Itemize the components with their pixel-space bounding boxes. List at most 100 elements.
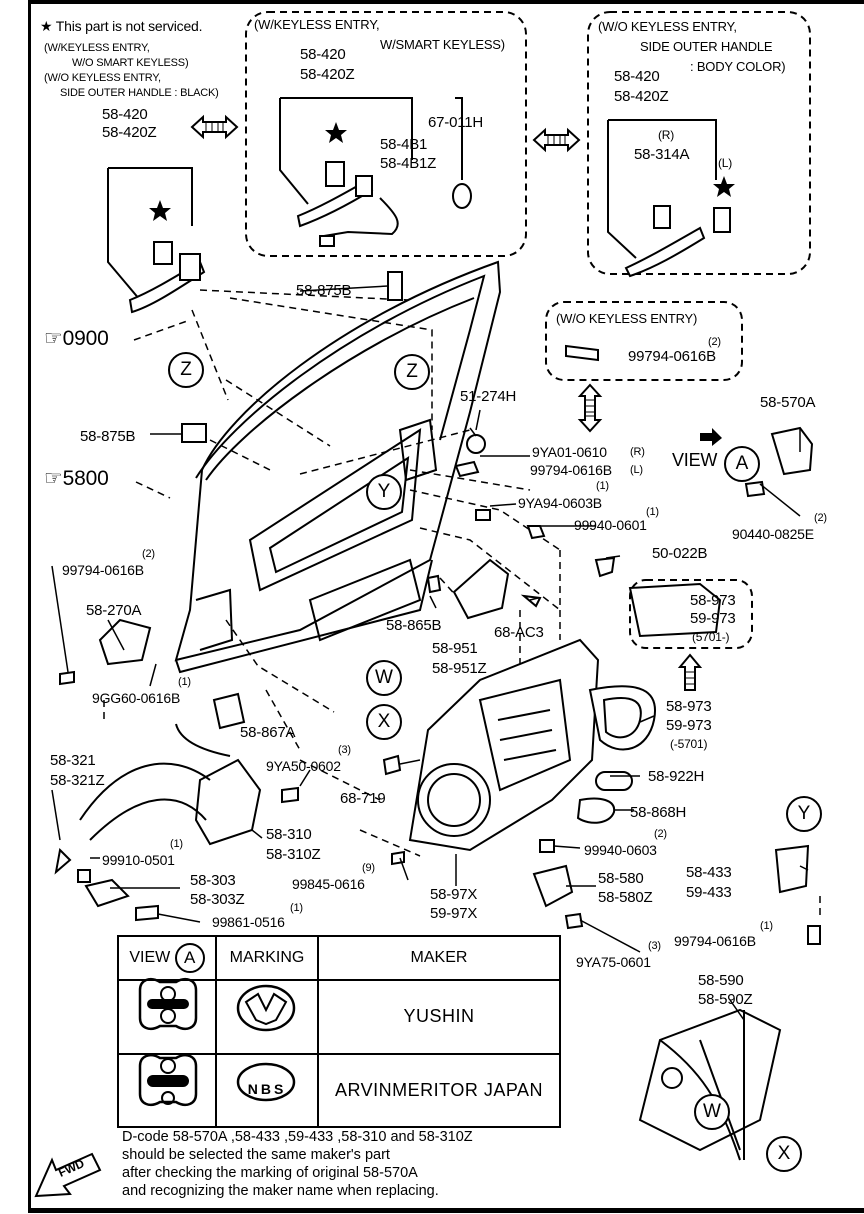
part-99845-0616: 99845-0616 bbox=[292, 876, 365, 892]
left-variant-line1: (W/KEYLESS ENTRY, bbox=[44, 42, 150, 54]
part-99794-0616b-b: 99794-0616B bbox=[62, 562, 144, 578]
row1-view-cell bbox=[117, 979, 217, 1055]
part-58-951: 58-951 bbox=[432, 640, 478, 657]
door-module bbox=[408, 638, 656, 852]
hand-icon: ☞ bbox=[44, 467, 63, 490]
marker-x-center: X bbox=[366, 704, 402, 740]
part-58-420-smart: 58-420 bbox=[300, 46, 346, 63]
small-parts bbox=[59, 271, 821, 945]
qty-1-b: (1) bbox=[646, 506, 659, 518]
ref-0900: ☞0900 bbox=[44, 327, 109, 350]
part-9ya75-0601: 9YA75-0601 bbox=[576, 954, 651, 970]
row2-view-cell bbox=[117, 1052, 217, 1128]
legend-not-serviced: ★ This part is not serviced. bbox=[40, 18, 203, 35]
header-maker: MAKER bbox=[317, 935, 561, 981]
part-58-303: 58-303 bbox=[190, 872, 236, 889]
outer-handle-body-color bbox=[607, 119, 735, 278]
nbs-mark-text: NBS bbox=[247, 1081, 287, 1098]
side-l: (L) bbox=[718, 156, 733, 170]
part-58-875b-top: 58-875B bbox=[296, 282, 352, 299]
outer-handle-left bbox=[107, 167, 206, 314]
wo-keyless-qty: (2) bbox=[708, 336, 721, 348]
part-58-310z: 58-310Z bbox=[266, 846, 321, 863]
part-99794-0616b-box: 99794-0616B bbox=[628, 348, 716, 365]
qty-2-b: (2) bbox=[142, 548, 155, 560]
fwd-arrow-icon bbox=[34, 1152, 102, 1198]
double-arrow-vertical bbox=[577, 383, 603, 433]
row1-marking-cell bbox=[215, 979, 319, 1055]
left-variant-line3: (W/O KEYLESS ENTRY, bbox=[44, 72, 161, 84]
door-lock-assembly bbox=[54, 723, 262, 908]
part-99794-0616b-c: 99794-0616B bbox=[674, 933, 756, 949]
double-arrow-left bbox=[190, 114, 239, 140]
part-99940-0601: 99940-0601 bbox=[574, 517, 647, 533]
part-99861-0516: 99861-0516 bbox=[212, 914, 285, 930]
part-58-973-b: 58-973 bbox=[666, 698, 712, 715]
leader-lines bbox=[51, 285, 809, 1021]
row2-maker: ARVINMERITOR JAPAN bbox=[317, 1052, 561, 1128]
serial-5701-from: (5701-) bbox=[692, 630, 730, 644]
left-variant-line2: W/O SMART KEYLESS) bbox=[72, 57, 189, 69]
view-a-circle: A bbox=[174, 943, 205, 973]
part-59-973-a: 59-973 bbox=[690, 610, 736, 627]
part-58-321z: 58-321Z bbox=[50, 772, 105, 789]
part-58-4b1: 58-4B1 bbox=[380, 136, 428, 153]
note-line2: should be selected the same maker's part bbox=[122, 1147, 390, 1163]
qty-3-b: (3) bbox=[648, 940, 661, 952]
part-58-97x: 58-97X bbox=[430, 886, 478, 903]
view-arrow bbox=[700, 428, 722, 446]
part-58-420z-smart: 58-420Z bbox=[300, 66, 355, 83]
body-box-line2: SIDE OUTER HANDLE bbox=[640, 39, 773, 54]
top-border bbox=[28, 0, 864, 4]
part-58-420z-body: 58-420Z bbox=[614, 88, 669, 105]
body-box-line1: (W/O KEYLESS ENTRY, bbox=[598, 19, 737, 34]
qty-1-d: (1) bbox=[170, 838, 183, 850]
view-label: VIEW bbox=[672, 450, 718, 470]
part-51-274h: 51-274H bbox=[460, 388, 517, 405]
part-58-303z: 58-303Z bbox=[190, 891, 245, 908]
part-58-875b: 58-875B bbox=[80, 428, 136, 445]
smart-box-line1: (W/KEYLESS ENTRY, bbox=[254, 17, 380, 32]
note-line4: and recognizing the maker name when repl… bbox=[122, 1183, 439, 1199]
part-58-570a: 58-570A bbox=[760, 394, 816, 411]
part-68-ac3: 68-AC3 bbox=[494, 624, 544, 641]
qty-1-a: (1) bbox=[596, 480, 609, 492]
part-58-867a: 58-867A bbox=[240, 724, 296, 741]
part-58-321: 58-321 bbox=[50, 752, 96, 769]
part-90440-0825e: 90440-0825E bbox=[732, 526, 814, 542]
window-regulator bbox=[638, 1008, 782, 1161]
table-header-row: VIEW A MARKING MAKER bbox=[117, 935, 561, 981]
side-r: (R) bbox=[658, 128, 675, 142]
bottom-border bbox=[28, 1208, 864, 1213]
left-border bbox=[28, 0, 31, 1212]
note-line1: D-code 58-570A ,58-433 ,59-433 ,58-310 a… bbox=[122, 1129, 473, 1145]
marker-y-center: Y bbox=[366, 474, 402, 510]
qty-1-c: (1) bbox=[178, 676, 191, 688]
door-frame bbox=[174, 260, 502, 674]
part-58-580z: 58-580Z bbox=[598, 889, 653, 906]
outer-handle-smart bbox=[279, 97, 472, 247]
part-59-973-b: 59-973 bbox=[666, 717, 712, 734]
qty-3-a: (3) bbox=[338, 744, 351, 756]
part-68-719: 68-719 bbox=[340, 790, 386, 807]
side-r-9ya01: (R) bbox=[630, 446, 645, 458]
qty-2-a: (2) bbox=[814, 512, 827, 524]
wo-keyless-box bbox=[545, 301, 743, 381]
body-box-line3: : BODY COLOR) bbox=[690, 59, 786, 74]
dcode-note: D-code 58-570A ,58-433 ,59-433 ,58-310 a… bbox=[122, 1128, 473, 1200]
wo-keyless-title: (W/O KEYLESS ENTRY) bbox=[556, 311, 698, 326]
part-99794-0616b-a: 99794-0616B bbox=[530, 462, 612, 478]
qty-2-c: (2) bbox=[654, 828, 667, 840]
star-icon: ★ bbox=[40, 18, 53, 34]
table-row: NBS ARVINMERITOR JAPAN bbox=[117, 1052, 561, 1128]
part-58-314a: 58-314A bbox=[634, 146, 690, 163]
marker-w-center: W bbox=[366, 660, 402, 696]
part-58-951z: 58-951Z bbox=[432, 660, 487, 677]
marker-a-view: A bbox=[724, 446, 760, 482]
part-9ya94-0603b: 9YA94-0603B bbox=[518, 495, 602, 511]
part-58-865b: 58-865B bbox=[386, 617, 442, 634]
row1-maker: YUSHIN bbox=[317, 979, 561, 1055]
part-58-580: 58-580 bbox=[598, 870, 644, 887]
serial-5701-to: (-5701) bbox=[670, 737, 708, 751]
